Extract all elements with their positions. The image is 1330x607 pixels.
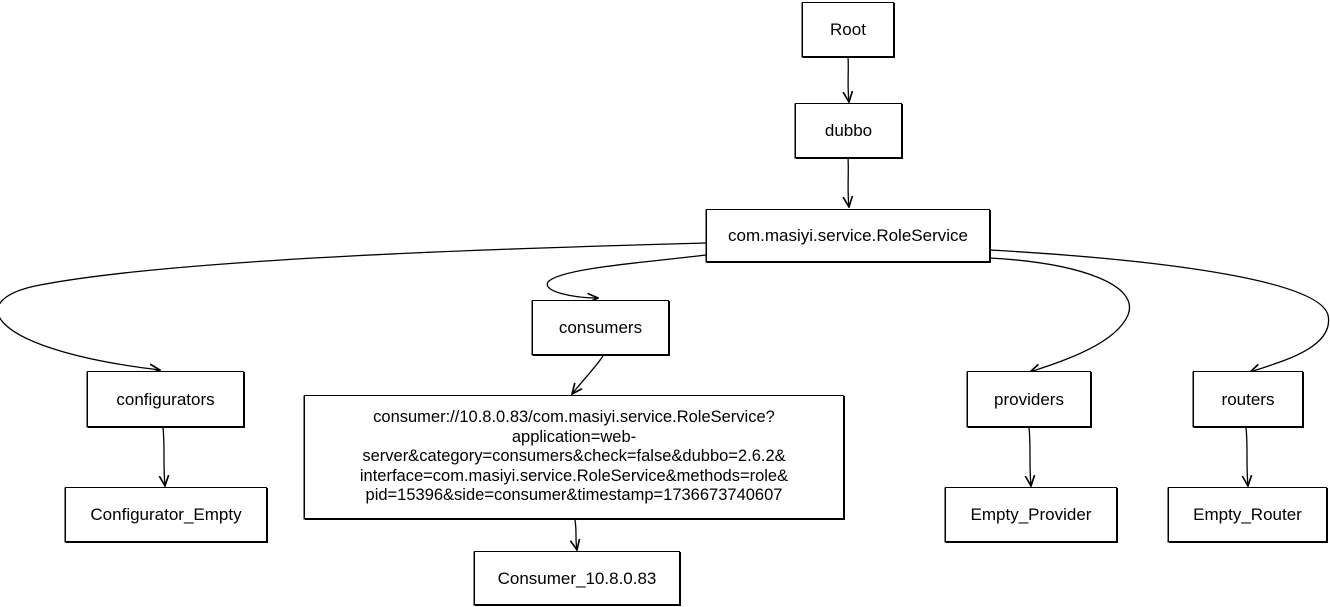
node-root-label: Root <box>830 20 866 39</box>
node-consumers-label: consumers <box>558 318 643 337</box>
consumer-url-line-4: interface=com.masiyi.service.RoleService… <box>359 466 789 485</box>
edge-providers-empty <box>1029 427 1031 486</box>
node-consumer-url: consumer://10.8.0.83/com.masiyi.service.… <box>304 395 844 519</box>
edge-dubbo-service <box>848 157 849 207</box>
edge-routers-empty <box>1246 427 1248 486</box>
node-configurators-label: configurators <box>116 389 215 409</box>
node-configurator-empty-label: Configurator_Empty <box>90 505 242 524</box>
edge-service-configurators <box>0 242 707 370</box>
node-consumers: consumers <box>532 300 669 355</box>
node-providers: providers <box>967 371 1091 427</box>
node-dubbo-label: dubbo <box>824 121 873 140</box>
node-role-service-label: com.masiyi.service.RoleService <box>728 226 968 245</box>
consumer-url-text: consumer://10.8.0.83/com.masiyi.service.… <box>360 408 788 506</box>
edge-consumers-url <box>572 355 604 394</box>
edge-configurators-empty <box>163 427 165 486</box>
edge-service-consumers <box>546 254 707 298</box>
consumer-url-line-3: server&category=consumers&check=false&du… <box>362 447 786 466</box>
node-routers-label: routers <box>1221 389 1275 409</box>
node-root: Root <box>802 2 894 57</box>
consumer-url-line-5: pid=15396&side=consumer&timestamp=173667… <box>365 486 783 505</box>
node-routers: routers <box>1193 371 1303 427</box>
node-role-service: com.masiyi.service.RoleService <box>706 209 990 262</box>
consumer-url-line-1: consumer://10.8.0.83/com.masiyi.service.… <box>373 408 775 427</box>
node-empty-router: Empty_Router <box>1168 487 1327 542</box>
edge-service-routers <box>989 249 1330 372</box>
node-empty-router-label: Empty_Router <box>1193 505 1302 524</box>
edge-service-providers <box>989 257 1131 372</box>
edge-url-consumer-node <box>575 519 577 550</box>
edge-root-dubbo <box>848 56 849 102</box>
node-dubbo: dubbo <box>795 103 902 158</box>
node-consumer-ip: Consumer_10.8.0.83 <box>474 551 680 605</box>
node-configurators: configurators <box>87 371 244 427</box>
node-empty-provider: Empty_Provider <box>945 487 1117 542</box>
consumer-url-line-2: application=web- <box>511 427 637 446</box>
node-configurator-empty: Configurator_Empty <box>65 487 267 542</box>
node-empty-provider-label: Empty_Provider <box>970 505 1092 524</box>
node-providers-label: providers <box>994 389 1064 409</box>
node-consumer-ip-label: Consumer_10.8.0.83 <box>497 568 657 588</box>
